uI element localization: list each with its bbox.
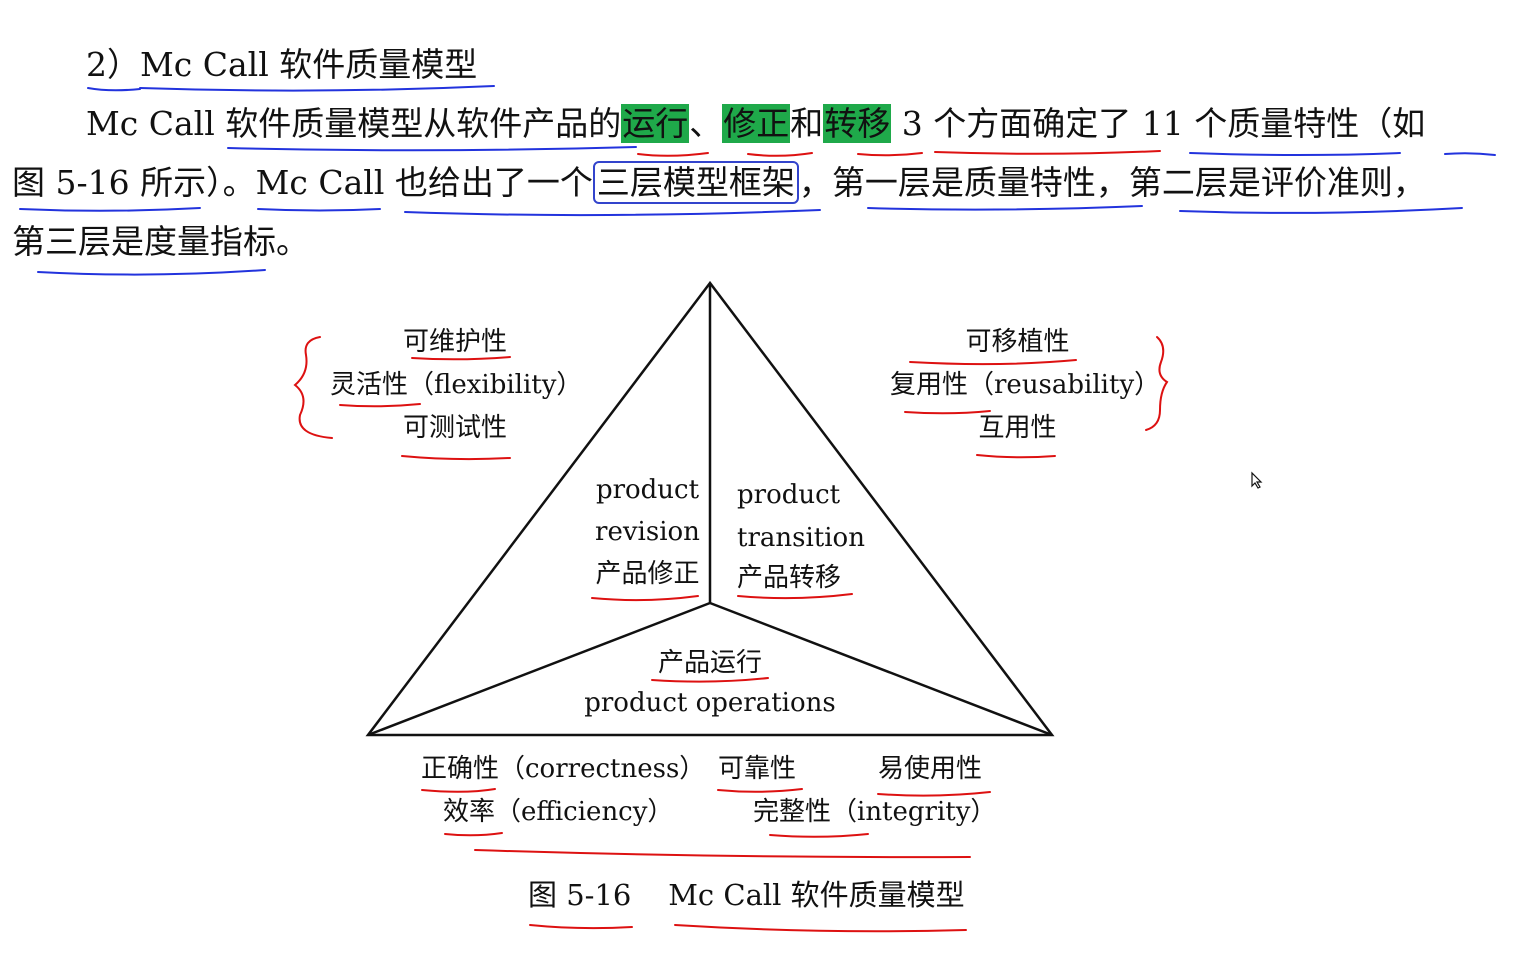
figure-caption: 图 5-16 Mc Call 软件质量模型 bbox=[528, 878, 965, 912]
left-brace bbox=[293, 336, 333, 439]
highlight-operation: 运行 bbox=[621, 104, 690, 143]
blue-annotations bbox=[19, 85, 1496, 276]
para-text: 第三层是度量指标。 bbox=[12, 222, 309, 261]
criterion-portability: 可移植性 bbox=[965, 327, 1070, 357]
criterion-correctness: 正确性（correctness） bbox=[421, 754, 706, 784]
paragraph-line-2: 图 5-16 所示）。Mc Call 也给出了一个三层模型框架，第一层是质量特性… bbox=[12, 161, 1426, 205]
criterion-integrity: 完整性（integrity） bbox=[753, 797, 997, 827]
transition-label-en-2: transition bbox=[737, 523, 865, 553]
para-text: Mc Call 软件质量模型从软件产品的 bbox=[86, 104, 622, 143]
criterion-testability: 可测试性 bbox=[402, 413, 507, 443]
model-triangle bbox=[365, 280, 1055, 737]
divider-right bbox=[709, 601, 1053, 737]
criterion-reusability: 复用性（reusability） bbox=[890, 370, 1161, 400]
revision-label-zh: 产品修正 bbox=[595, 559, 700, 589]
criterion-usability: 易使用性 bbox=[878, 754, 983, 784]
heading-text: 2）Mc Call 软件质量模型 bbox=[86, 45, 478, 84]
criterion-flexibility: 灵活性（flexibility） bbox=[330, 370, 583, 400]
boxed-three-layer-model: 三层模型框架 bbox=[592, 161, 799, 204]
transition-label-en-1: product bbox=[737, 480, 841, 510]
operations-label-en: product operations bbox=[584, 688, 836, 718]
para-text: ，第一层是质量特性，第二层是评价准则， bbox=[798, 163, 1426, 202]
criterion-reliability: 可靠性 bbox=[718, 754, 797, 784]
criterion-efficiency: 效率（efficiency） bbox=[443, 797, 674, 827]
paragraph-line-3: 第三层是度量指标。 bbox=[12, 220, 309, 264]
operations-label-zh: 产品运行 bbox=[657, 648, 762, 678]
para-text: 和 bbox=[790, 104, 824, 143]
para-text: 3 个方面确定了 11 个质量特性（如 bbox=[891, 104, 1426, 143]
para-text: 图 5-16 所示）。Mc Call 也给出了一个 bbox=[12, 163, 593, 202]
transition-label-zh: 产品转移 bbox=[737, 563, 842, 593]
revision-label-en-1: product bbox=[595, 475, 700, 505]
para-text: 、 bbox=[689, 104, 723, 143]
mouse-cursor-icon bbox=[1251, 471, 1263, 489]
right-brace bbox=[1145, 336, 1169, 431]
highlight-transition: 转移 bbox=[823, 104, 892, 143]
highlight-revision: 修正 bbox=[722, 104, 791, 143]
section-heading: 2）Mc Call 软件质量模型 bbox=[86, 43, 477, 87]
red-annotations bbox=[293, 150, 1169, 933]
paragraph-line-1: Mc Call 软件质量模型从软件产品的运行、修正和转移 3 个方面确定了 11… bbox=[86, 102, 1425, 146]
criterion-interoperability: 互用性 bbox=[978, 413, 1057, 443]
triangle-outline bbox=[365, 280, 1055, 737]
criterion-maintainability: 可维护性 bbox=[402, 327, 507, 357]
divider-left bbox=[367, 601, 711, 737]
revision-label-en-2: revision bbox=[595, 517, 700, 547]
